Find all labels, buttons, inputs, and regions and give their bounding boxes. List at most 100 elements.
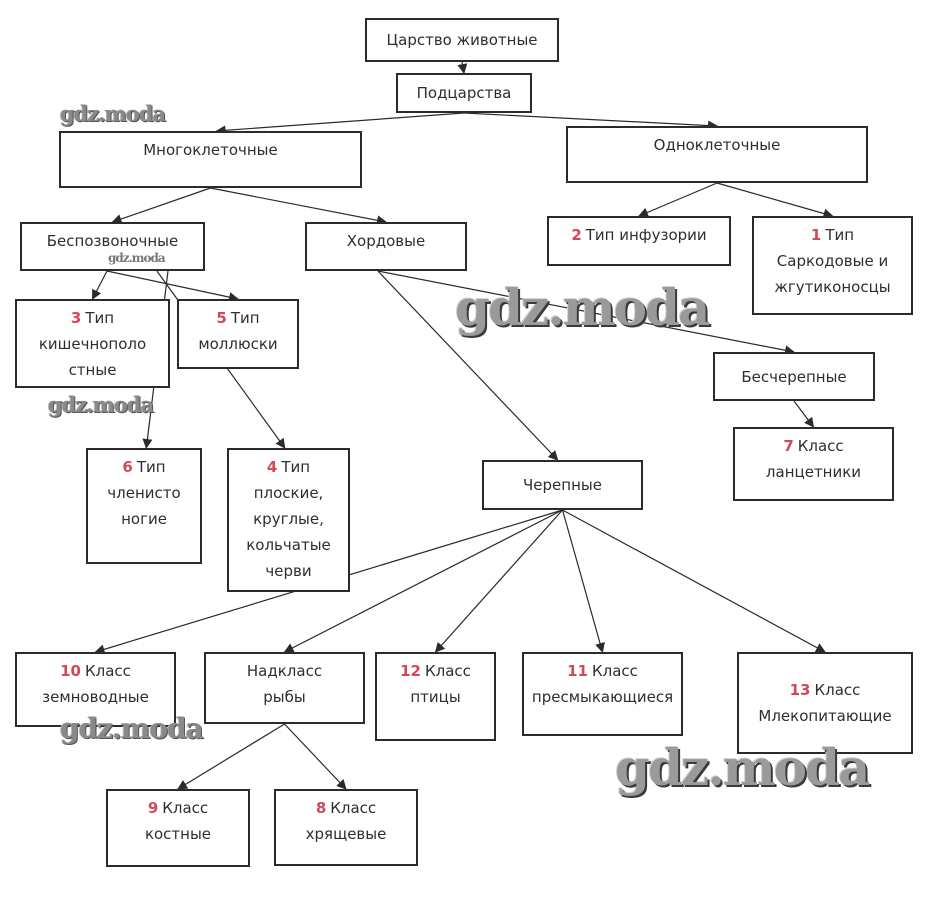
node-text: Класс [330,799,377,817]
node-text: Класс [814,681,861,699]
node-label-line: пресмыкающиеся [532,684,673,710]
node-text: ногие [121,510,167,528]
node-text: птицы [410,688,461,706]
node-text: Тип [825,226,855,244]
node-label-line: Черепные [523,472,602,498]
node-fishes: Надкласс рыбы [204,652,365,724]
node-invertebrates: Беспозвоночные [20,222,205,271]
edge-arrow [434,509,563,653]
node-label-line: ногие [121,506,167,532]
node-text: Надкласс [246,662,323,680]
node-text: членисто [107,484,181,502]
node-label-line: Многоклеточные [143,137,278,163]
node-text: Одноклеточные [653,136,781,154]
node-number: 5 [216,309,227,327]
node-label-line: стные [69,357,117,383]
edge-arrow [210,187,387,226]
node-label-line: Царство животные [386,27,537,53]
node-chordates: Хордовые [305,222,467,271]
node-label-line: кольчатые [246,532,331,558]
node-text: Беспозвоночные [46,232,179,250]
node-text: стные [68,361,117,379]
node-label-line: Одноклеточные [654,132,781,158]
node-subkingdoms: Подцарства [396,73,532,113]
node-label-line: ланцетники [766,459,861,485]
node-number: 9 [147,799,159,817]
node-label-line: членисто [107,480,180,506]
node-label-line: Надкласс [247,658,322,684]
node-text: Подцарства [416,84,512,102]
node-text: круглые, [253,510,324,528]
node-text: пресмыкающиеся [531,688,674,706]
node-text: рыбы [263,688,306,706]
edge-arrow [716,182,834,219]
watermark: gdz.moda [108,251,166,265]
node-acrania: Бесчерепные [713,352,875,401]
node-kingdom: Царство животные [365,18,559,62]
node-label-line: черви [265,558,311,584]
node-number: 8 [315,799,327,817]
node-text: Бесчерепные [741,367,847,386]
node-text: Многоклеточные [143,141,278,159]
node-label-line: жгутиконосцы [774,274,890,300]
node-text: Черепные [523,476,602,494]
node-label-line: Беспозвоночные [47,228,178,254]
node-text: Саркодовые и [776,252,889,270]
node-number: 10 [60,662,81,680]
node-number: 6 [122,458,133,476]
node-text: Тип инфузории [585,226,707,244]
node-label-line: моллюски [198,331,277,357]
node-unicellular: Одноклеточные [566,126,868,183]
node-label-line: костные [145,821,211,847]
node-text: ланцетники [765,463,862,481]
node-text: Класс [162,799,209,817]
node-text: Тип [85,309,115,327]
edge-arrow [106,270,239,303]
node-text: жгутиконосцы [774,278,891,296]
node-number: 11 [567,662,588,680]
node-label-line: круглые, [253,506,324,532]
node-text: земноводные [42,688,149,706]
node-number: 4 [266,458,278,476]
node-number: 1 [810,226,822,244]
node-label-line: Млекопитающие [758,703,891,729]
node-label-line: земноводные [42,684,149,710]
node-label-line: хрящевые [306,821,387,847]
node-number: 3 [70,309,82,327]
watermark: gdz.moda [60,101,166,126]
node-text: Класс [797,437,844,455]
node-craniata: Черепные [482,460,643,510]
edge-arrow [284,723,347,790]
edge-arrow [463,112,718,131]
node-label-line: Бесчерепные [741,364,846,390]
node-text: Царство животные [386,31,538,49]
node-text: костные [144,825,212,843]
node-text: черви [265,562,312,580]
edge-arrow [377,270,795,356]
edge-arrow [638,182,718,218]
edge-arrow [111,187,211,224]
watermark: gdz.moda [60,712,204,745]
edge-arrow [215,112,465,136]
node-text: Класс [424,662,471,680]
node-text: кольчатые [246,536,331,554]
edge-arrow [561,509,605,653]
